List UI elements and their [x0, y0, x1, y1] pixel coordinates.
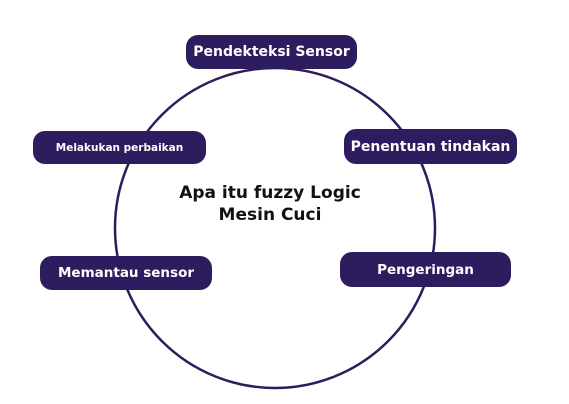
cycle-circle [113, 66, 437, 390]
diagram-title: Apa itu fuzzy Logic Mesin Cuci [160, 182, 380, 226]
node-penentuan-tindakan: Penentuan tindakan [344, 129, 517, 164]
node-label: Penentuan tindakan [350, 138, 511, 155]
diagram-title-line-2: Mesin Cuci [218, 205, 322, 225]
node-label: Memantau sensor [57, 265, 195, 281]
node-pengeringan: Pengeringan [340, 252, 511, 287]
node-melakukan-perbaikan: Melakukan perbaikan [33, 131, 206, 164]
node-memantau-sensor: Memantau sensor [40, 256, 212, 290]
node-pendekteksi-sensor: Pendekteksi Sensor [186, 35, 357, 69]
node-label: Melakukan perbaikan [55, 141, 184, 154]
node-label: Pengeringan [377, 261, 474, 278]
diagram-title-line-1: Apa itu fuzzy Logic [179, 183, 361, 203]
node-label: Pendekteksi Sensor [193, 44, 350, 60]
